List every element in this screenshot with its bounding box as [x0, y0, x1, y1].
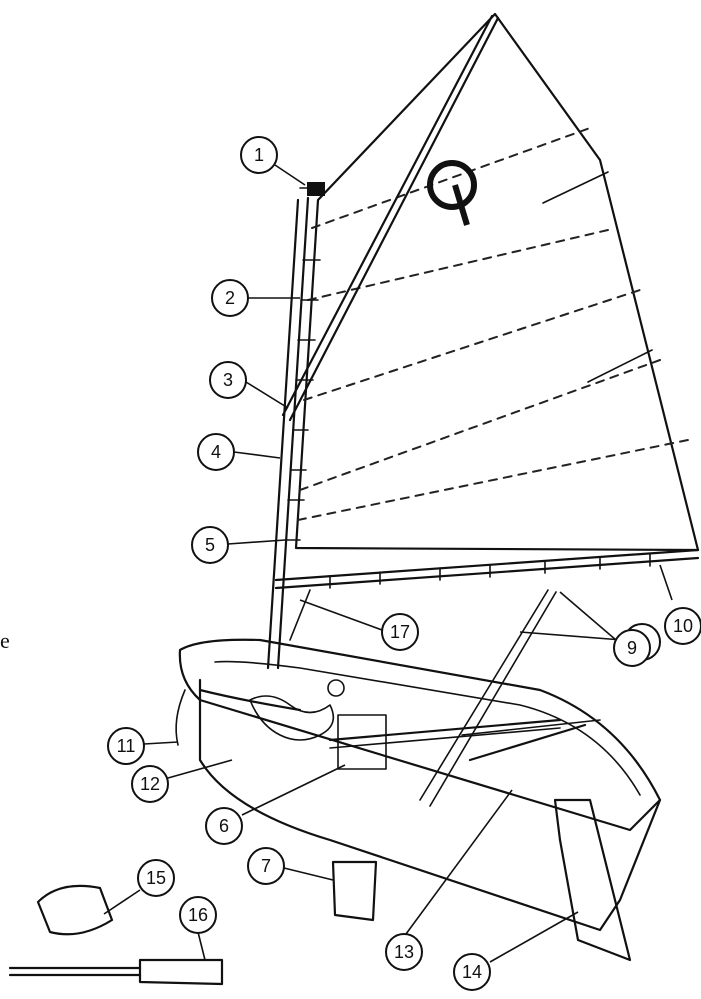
- hull: [178, 638, 662, 932]
- callout-10: 10: [659, 564, 701, 645]
- sail: [294, 12, 700, 552]
- svg-text:12: 12: [140, 774, 160, 794]
- svg-text:11: 11: [117, 736, 136, 756]
- centerboard: [331, 860, 378, 922]
- callout-16: 16: [179, 896, 217, 961]
- svg-text:7: 7: [261, 856, 271, 876]
- mast: [266, 182, 325, 670]
- paddle: [8, 958, 224, 986]
- callout-2: 2: [211, 279, 300, 317]
- callout-1: 1: [240, 136, 306, 186]
- callout-14: 14: [453, 911, 579, 991]
- svg-text:6: 6: [219, 816, 229, 836]
- svg-text:17: 17: [390, 622, 410, 642]
- svg-text:14: 14: [462, 962, 482, 982]
- boom-vang: [289, 589, 311, 641]
- svg-text:15: 15: [146, 868, 166, 888]
- callout-3: 3: [209, 361, 289, 409]
- svg-text:9: 9: [627, 638, 637, 658]
- painter: [175, 689, 186, 746]
- callout-15: 15: [103, 859, 175, 915]
- svg-text:16: 16: [188, 905, 208, 925]
- boom: [274, 548, 700, 590]
- callout-4: 4: [197, 433, 281, 471]
- callout-5: 5: [191, 526, 286, 564]
- svg-text:2: 2: [225, 288, 235, 308]
- svg-text:13: 13: [394, 942, 414, 962]
- svg-text:4: 4: [211, 442, 221, 462]
- tiller: [468, 723, 587, 762]
- mast-step-icon: [327, 679, 345, 697]
- bailer-icon: [337, 714, 387, 770]
- burgee-icon: [307, 182, 325, 196]
- callout-11: 11: [107, 727, 179, 765]
- sail-emblem-icon: [427, 160, 477, 226]
- callout-6: 6: [205, 764, 346, 845]
- rope-coil-icon: [249, 695, 335, 741]
- callout-7: 7: [247, 847, 334, 885]
- svg-text:5: 5: [205, 535, 215, 555]
- svg-text:1: 1: [254, 145, 264, 165]
- svg-text:3: 3: [223, 370, 233, 390]
- callout-12: 12: [131, 759, 233, 803]
- sprit: [281, 14, 500, 422]
- callout-17: 17: [299, 599, 419, 651]
- bailer-scoop: [36, 884, 114, 936]
- rudder: [553, 798, 632, 962]
- callout-13: 13: [385, 789, 513, 971]
- edge-letter: e: [0, 628, 10, 653]
- svg-text:10: 10: [673, 616, 693, 636]
- mainsheet: [419, 589, 549, 801]
- callout-9: 9: [559, 591, 651, 667]
